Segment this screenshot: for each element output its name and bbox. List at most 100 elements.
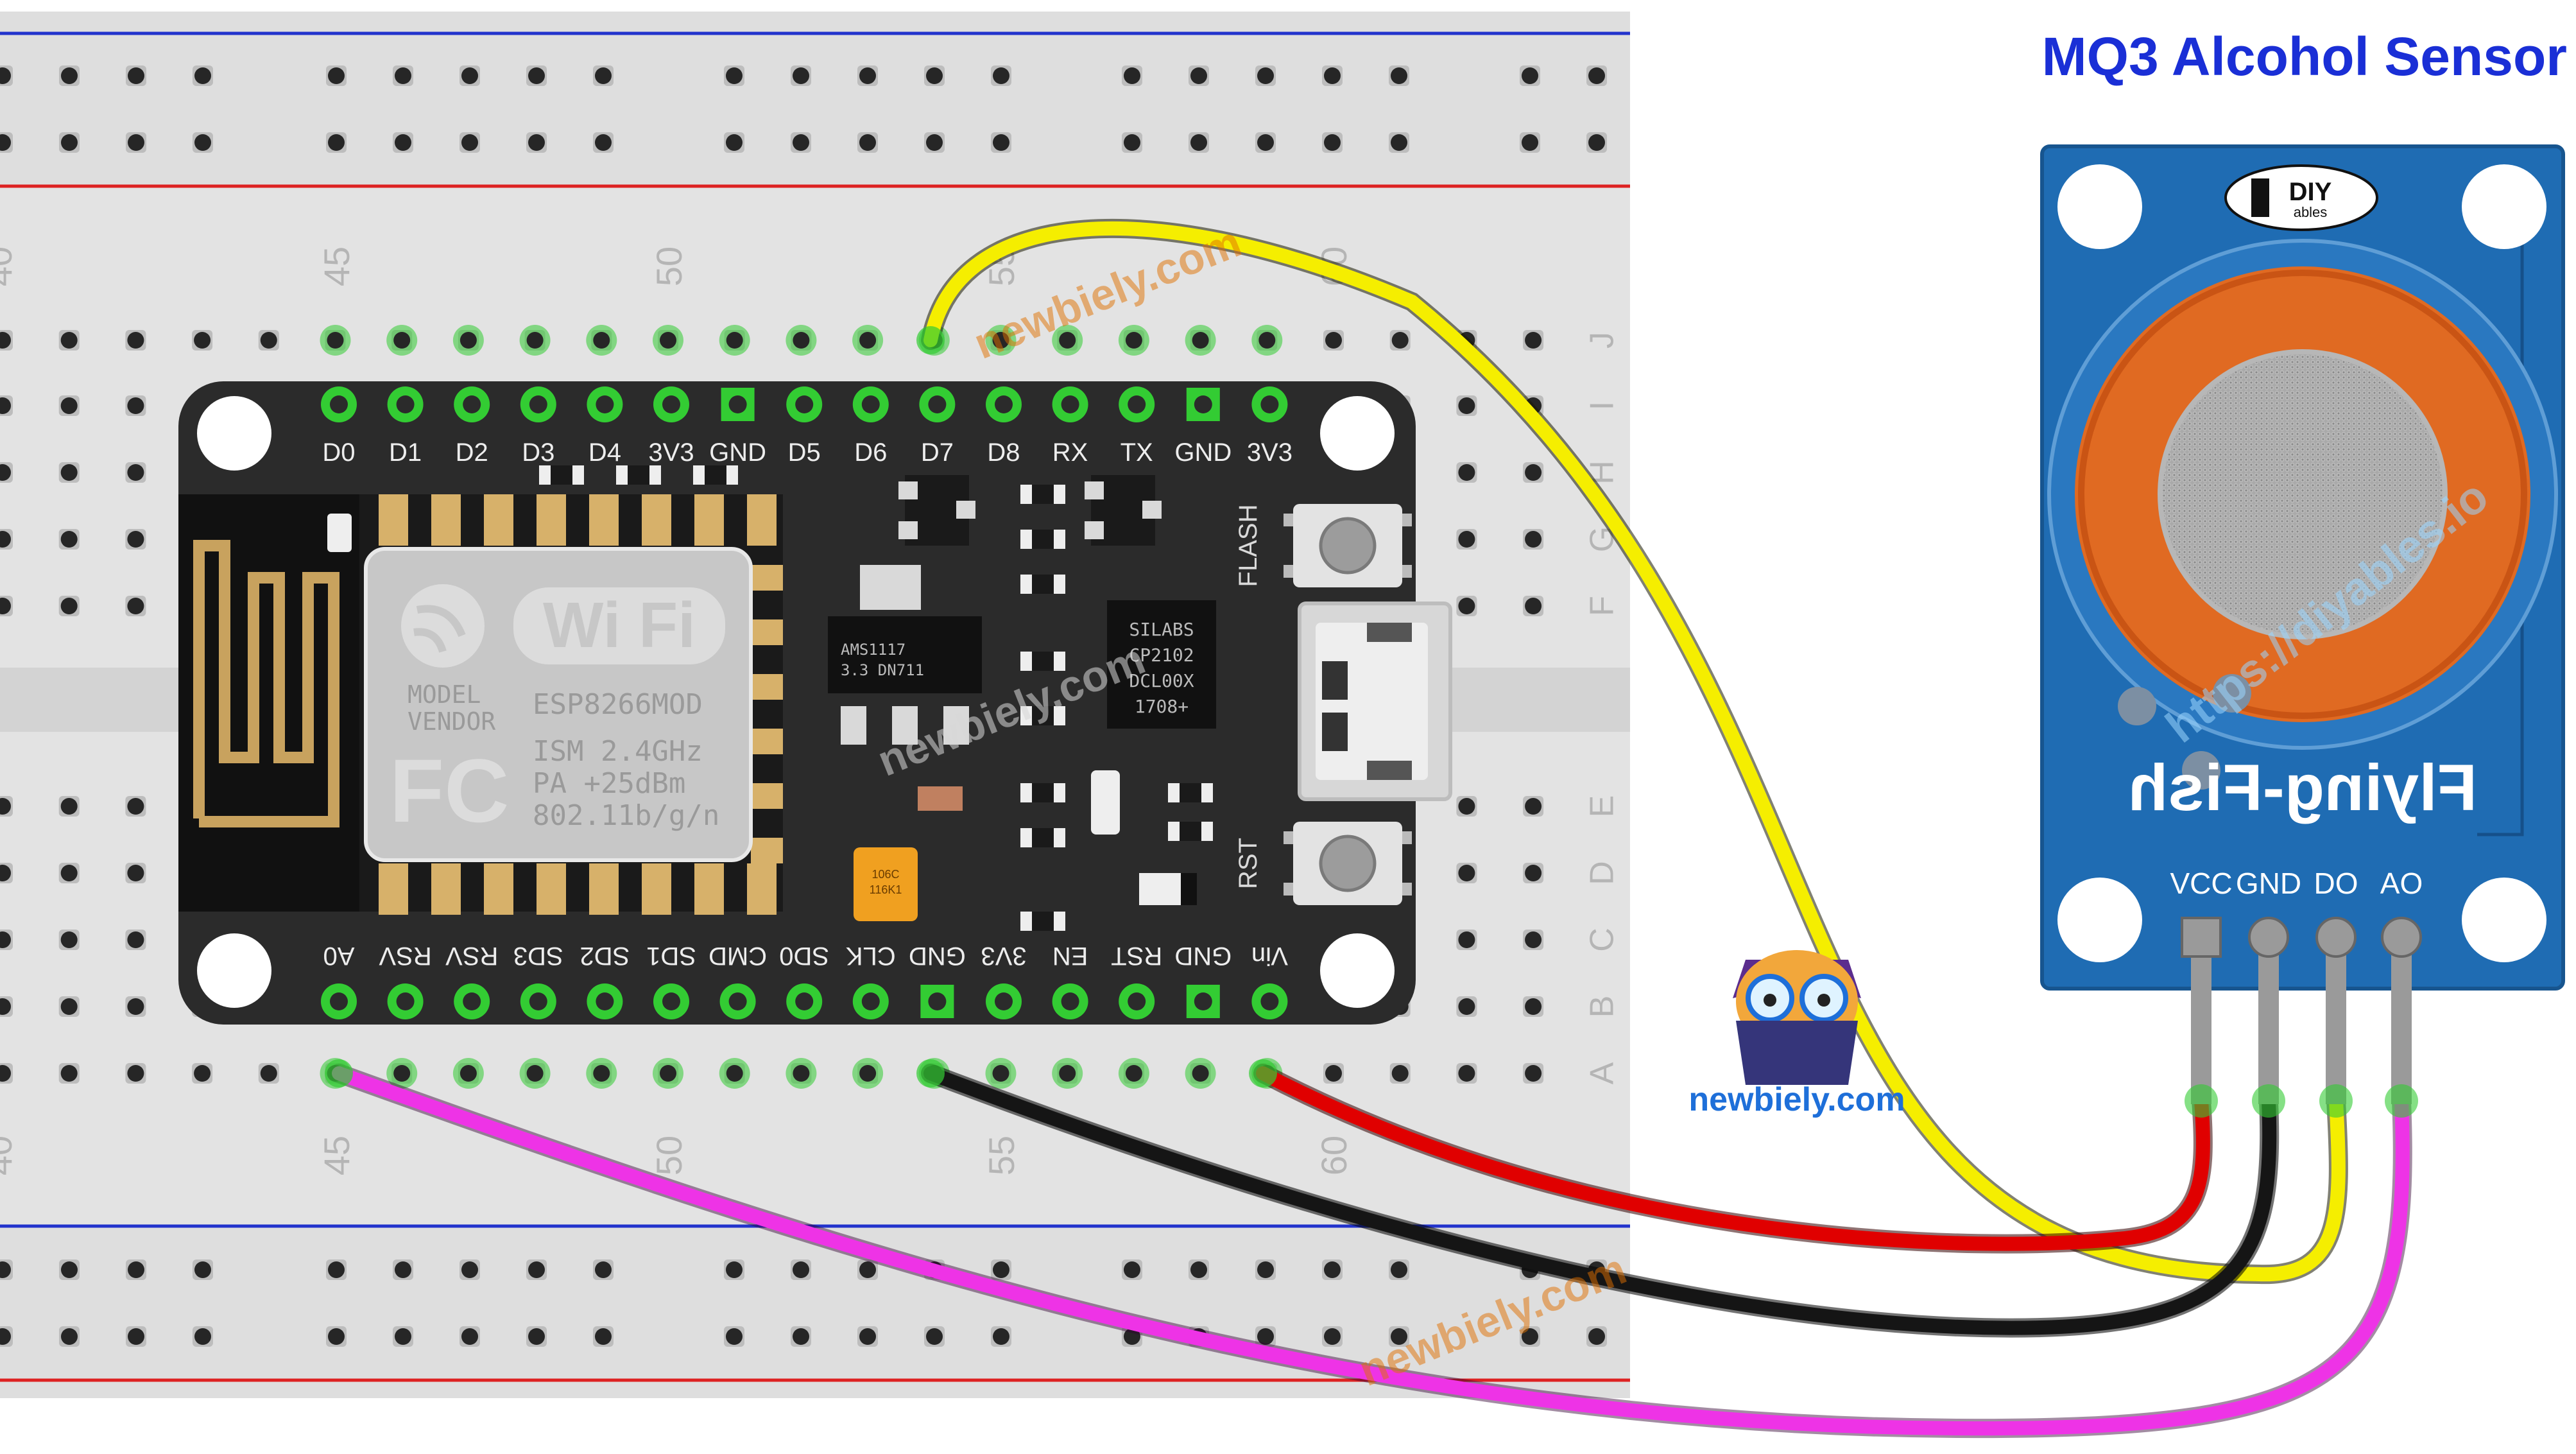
column-number: 50 [649, 247, 689, 286]
sensor-pin [2258, 937, 2279, 1104]
rail-hole [128, 1261, 144, 1278]
mounting-hole [2462, 878, 2546, 962]
rail-hole [1257, 1261, 1274, 1278]
rail-hole [1588, 1328, 1605, 1345]
diyables-logo-icon: DIY ables [2224, 164, 2378, 231]
column-number: 50 [649, 1136, 689, 1175]
rail-hole [1522, 1328, 1538, 1345]
rail-hole [926, 1328, 943, 1345]
breadboard-hole [593, 1065, 610, 1082]
rail-hole [328, 1328, 345, 1345]
rail-hole [328, 1261, 345, 1278]
pin-label-top: D8 [987, 438, 1020, 467]
breadboard-hole [859, 332, 877, 349]
breadboard-hole [793, 1065, 810, 1082]
mounting-hole [2057, 164, 2142, 249]
wire-red-vin-to-vcc [1256, 1066, 2210, 1251]
rail-hole [595, 1261, 612, 1278]
rail-hole [1391, 1328, 1407, 1345]
breadboard-hole [1258, 332, 1276, 349]
usb-chip-text: DCL00X [1129, 670, 1194, 691]
breadboard-hole [127, 798, 144, 815]
breadboard-hole [127, 397, 144, 414]
breadboard-hole [0, 931, 11, 948]
pin-label-top: RX [1052, 438, 1088, 467]
pin-label-top: GND [1174, 438, 1232, 467]
module-text: VENDOR [408, 707, 495, 736]
breadboard-hole [260, 1065, 277, 1082]
led [327, 514, 352, 552]
breadboard-hole [0, 598, 11, 614]
breadboard-hole [194, 1065, 211, 1082]
pin-label-top: TX [1121, 438, 1153, 467]
rail-hole [1588, 67, 1605, 84]
pin-label-top: D0 [322, 438, 355, 467]
rail-hole [0, 134, 11, 151]
pin-label-bottom: CMD [708, 942, 767, 970]
flash-label: FLASH [1234, 505, 1262, 587]
breadboard-hole [859, 1065, 877, 1082]
flash-button[interactable] [1284, 504, 1412, 587]
breadboard-hole [459, 332, 477, 349]
breadboard-hole [660, 1065, 676, 1082]
rail-hole [859, 1261, 876, 1278]
rail-hole [1190, 67, 1207, 84]
breadboard-hole [1525, 998, 1542, 1015]
module-text: ESP8266MOD [533, 688, 703, 721]
rail-hole [461, 1328, 478, 1345]
column-number: 45 [316, 1136, 357, 1175]
breadboard-hole [60, 1065, 78, 1082]
rail-hole [793, 134, 809, 151]
pin-label-bottom: GND [1174, 942, 1232, 970]
resistor [918, 786, 963, 811]
rail-hole [793, 1261, 809, 1278]
breadboard-hole [726, 1065, 743, 1082]
rail-hole [993, 134, 1009, 151]
rail-hole [61, 1328, 78, 1345]
pin-label-bottom: CLK [846, 942, 896, 970]
breadboard-hole [1458, 531, 1475, 548]
wire-magenta-a0-to-ao [332, 1066, 2410, 1436]
rail-hole [1124, 1328, 1140, 1345]
breadboard-hole [127, 598, 144, 614]
breadboard-hole [260, 332, 277, 349]
breadboard-hole [1458, 931, 1475, 948]
breadboard-hole [0, 531, 11, 548]
breadboard-hole [0, 464, 11, 481]
breadboard-hole [1525, 598, 1542, 614]
rail-hole [1324, 67, 1341, 84]
antenna-trace [193, 540, 339, 827]
rst-button[interactable] [1284, 822, 1412, 905]
micro-usb-port[interactable] [1298, 602, 1452, 801]
rail-hole [1522, 67, 1538, 84]
breadboard-hole [1192, 1065, 1209, 1082]
rail-hole [595, 1328, 612, 1345]
pin-label-bottom: RST [1111, 942, 1162, 970]
breadboard-hole [393, 332, 411, 349]
rail-hole [1391, 67, 1407, 84]
breadboard-hole [60, 464, 78, 481]
mounting-hole [2057, 878, 2142, 962]
pin-label-top: GND [709, 438, 766, 467]
breadboard-hole [1458, 397, 1475, 414]
breadboard-hole [793, 332, 810, 349]
rail-hole [926, 134, 943, 151]
sensor-pin-label: GND [2236, 867, 2301, 900]
sensor-mesh [2160, 352, 2445, 637]
rst-label: RST [1234, 838, 1262, 889]
row-letter: D [1584, 861, 1621, 885]
breadboard-hole [1059, 332, 1076, 349]
breadboard-hole [1458, 865, 1475, 881]
rail-hole [528, 67, 545, 84]
breadboard-hole [1458, 798, 1475, 815]
pin-label-bottom: Vin [1251, 942, 1288, 970]
rail-hole [61, 67, 78, 84]
regulator-text: 3.3 DN711 [841, 661, 924, 679]
module-text: MODEL [408, 680, 481, 709]
led [1091, 770, 1120, 835]
sensor-pin [2326, 937, 2346, 1104]
pin-label-bottom: SD1 [646, 942, 696, 970]
pin-label-top: D3 [522, 438, 554, 467]
newbiely-owl-logo-icon [1733, 950, 1861, 1085]
